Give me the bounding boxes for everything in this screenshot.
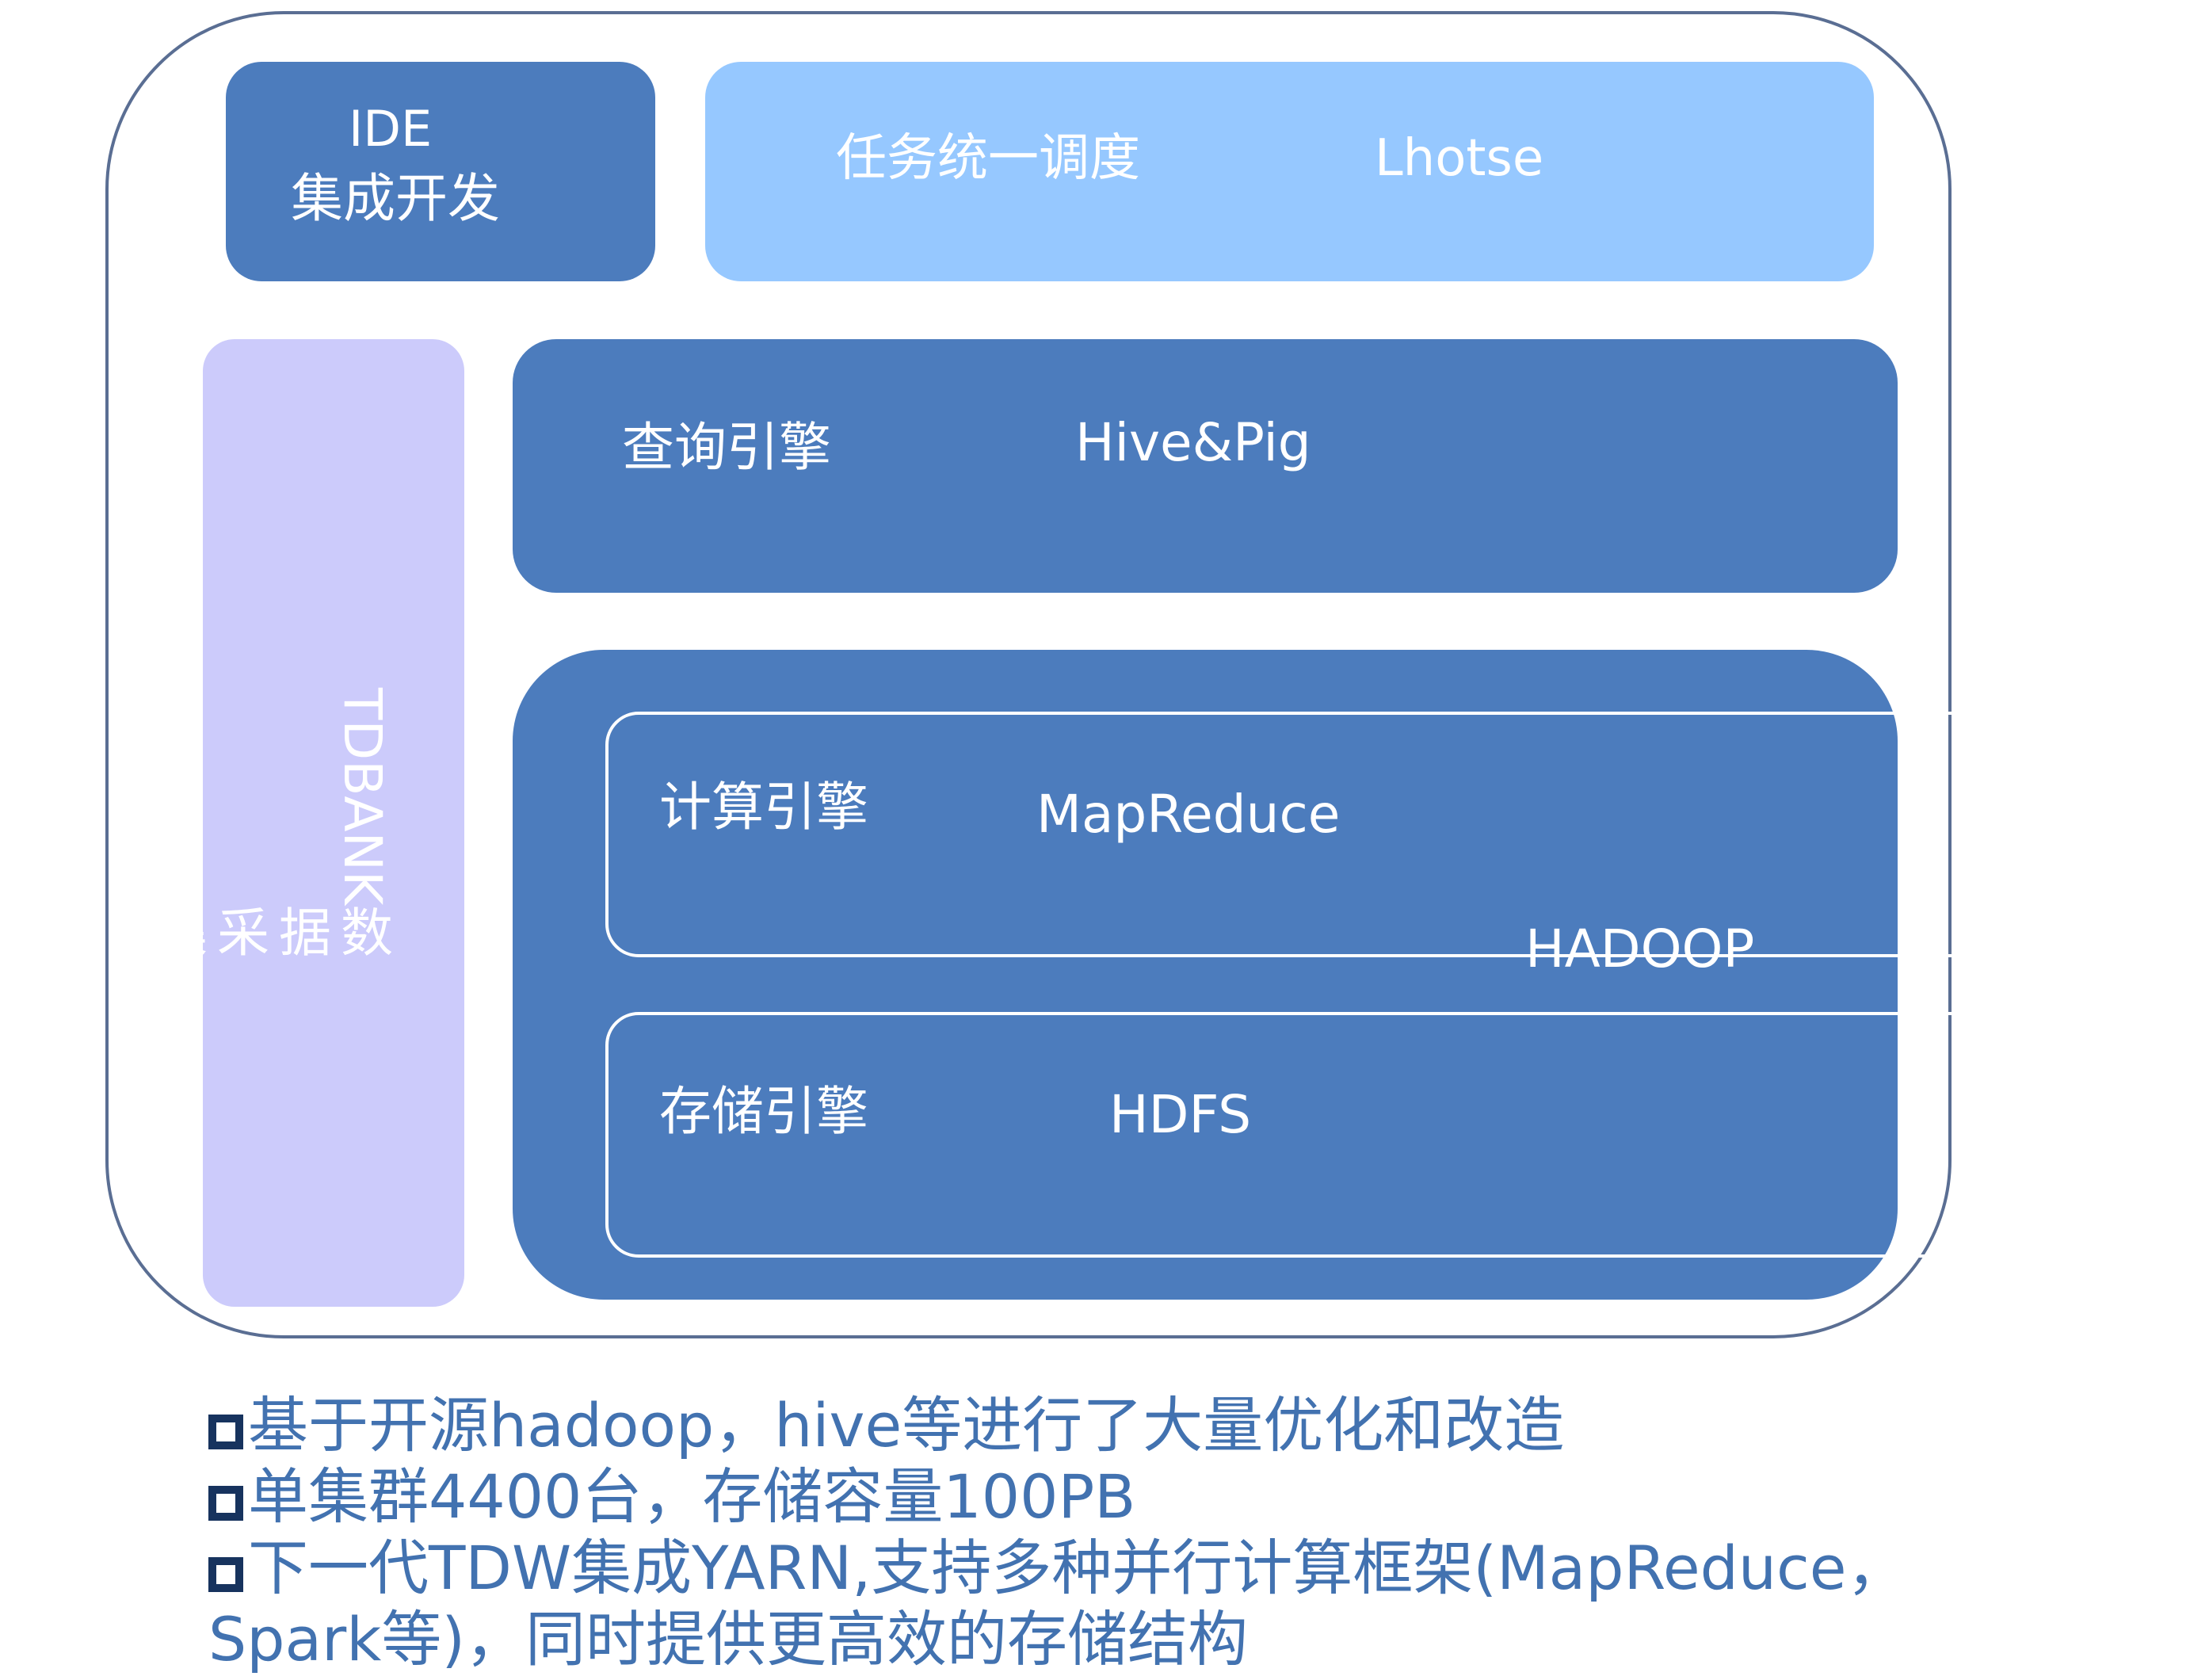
- collector-label: 数据采集: [147, 905, 393, 958]
- bullet-item-continuation: Spark等)，同时提供更高效的存储结构: [208, 1604, 1248, 1674]
- collector-name: TDBANK: [332, 688, 393, 906]
- square-bullet-icon: [208, 1557, 243, 1592]
- ide-title: IDE: [349, 100, 433, 158]
- bullet-item: 基于开源hadoop，hive等进行了大量优化和改造: [208, 1390, 2173, 1461]
- hadoop-name: HADOOP: [1525, 918, 1755, 979]
- hadoop-box: [513, 650, 2014, 1300]
- ide-box: IDE 集成开发: [226, 62, 655, 281]
- scheduler-label: 任务统一调度: [836, 129, 1140, 188]
- storage-label: 存储引擎: [659, 1081, 868, 1142]
- square-bullet-icon: [208, 1486, 243, 1521]
- ide-subtitle: 集成开发: [291, 168, 500, 229]
- storage-name: HDFS: [1109, 1084, 1252, 1145]
- bullet-item: 下一代TDW集成YARN,支持多种并行计算框架(MapReduce，: [208, 1533, 2173, 1604]
- query-name: Hive&Pig: [1075, 412, 1311, 473]
- collector-box: [203, 339, 464, 1307]
- storage-engine-box: [605, 1012, 2014, 1258]
- square-bullet-icon: [208, 1415, 243, 1449]
- scheduler-box: 任务统一调度 Lhotse: [705, 62, 1874, 281]
- scheduler-name: Lhotse: [1375, 129, 1544, 188]
- bullet-list: 基于开源hadoop，hive等进行了大量优化和改造 单集群4400台，存储容量…: [208, 1390, 2173, 1675]
- compute-engine-box: [605, 712, 2014, 957]
- compute-label: 计算引擎: [659, 777, 868, 838]
- query-label: 查询引擎: [622, 417, 831, 478]
- collector-text: TDBANK 数据采集: [147, 688, 393, 957]
- query-box: 查询引擎 Hive&Pig: [513, 339, 1898, 593]
- compute-name: MapReduce: [1036, 784, 1341, 845]
- bullet-item: 单集群4400台，存储容量100PB: [208, 1461, 2173, 1533]
